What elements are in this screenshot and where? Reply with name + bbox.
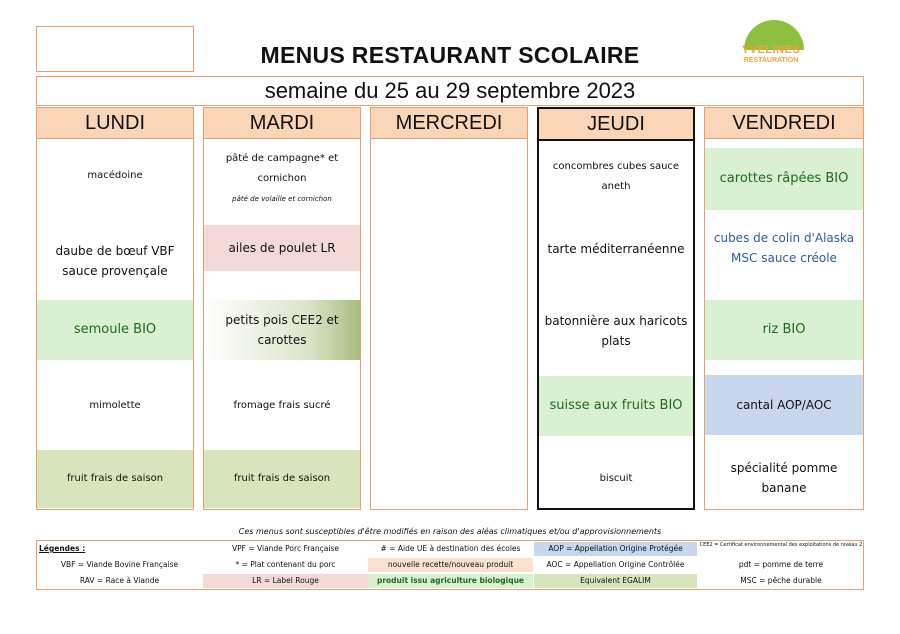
menu-item: suisse aux fruits BIO xyxy=(549,398,683,413)
day-column-vendredi: VENDREDI carottes râpées BIO cubes de co… xyxy=(704,107,864,510)
legend-aoc: AOC = Appellation Origine Contrôlée xyxy=(546,560,685,569)
menu-cell-fromage: fromage frais sucré xyxy=(204,373,360,438)
legend-rav: RAV = Race à Viande xyxy=(79,576,160,585)
menu-cell-dessert: spécialité pomme banane xyxy=(705,448,863,508)
legend-vbf: VBF = Viande Bovine Française xyxy=(60,560,179,569)
menu-item: fruit frais de saison xyxy=(66,473,164,484)
menu-cell-accompagnement: batonnière aux haricots plats xyxy=(539,301,693,361)
menu-cell-fromage: suisse aux fruits BIO xyxy=(539,376,693,436)
legend-pdt: pdt = pomme de terre xyxy=(738,560,824,569)
blank-box xyxy=(36,26,194,72)
menu-item: macédoine xyxy=(87,169,143,181)
menu-cell-entree: pâté de campagne* et cornichon pâté de v… xyxy=(204,138,360,213)
menu-item: fromage frais sucré xyxy=(233,399,331,411)
day-header: JEUDI xyxy=(539,109,693,141)
menu-cell-plat: tarte méditerranéenne xyxy=(539,224,693,274)
day-header: VENDREDI xyxy=(705,108,863,139)
menu-item: daube de bœuf VBF sauce provençale xyxy=(55,243,175,278)
legend-egalim: Equivalent EGALIM xyxy=(534,574,697,588)
day-column-mardi: MARDI pâté de campagne* et cornichon pât… xyxy=(203,107,361,510)
legend-msc: MSC = pêche durable xyxy=(740,576,822,585)
menu-cell-accompagnement: petits pois CEE2 et carottes xyxy=(204,300,360,360)
menu-cell-plat: daube de bœuf VBF sauce provençale xyxy=(37,223,193,298)
legend-title: Légendes : xyxy=(39,544,86,553)
legend-aop: AOP = Appellation Origine Protégée xyxy=(534,542,697,556)
menu-cell-entree: macédoine xyxy=(37,138,193,213)
day-column-jeudi: JEUDI concombres cubes sauce aneth tarte… xyxy=(537,107,695,510)
menu-item: semoule BIO xyxy=(73,322,157,337)
menu-item-alternative: pâté de volaille et cornichon xyxy=(232,194,332,203)
legend-vpf: VPF = Viande Porc Française xyxy=(232,544,339,553)
menu-cell-fromage: cantal AOP/AOC xyxy=(705,375,863,435)
menu-item: ailes de poulet LR xyxy=(228,241,336,255)
menu-cell-accompagnement: semoule BIO xyxy=(37,300,193,360)
logo-text-1: YVELINES xyxy=(741,44,801,56)
legend-box: Légendes : VPF = Viande Porc Française #… xyxy=(36,540,864,590)
menu-item: batonnière aux haricots plats xyxy=(544,314,688,348)
menu-cell-dessert: fruit frais de saison xyxy=(37,450,193,508)
menu-cell-plat: cubes de colin d'Alaska MSC sauce créole xyxy=(705,220,863,275)
legend-cee2: CEE2 = Certificat environnemental des ex… xyxy=(699,542,863,548)
legend-label-rouge: LR = Label Rouge xyxy=(203,574,368,588)
legend-porc: * = Plat contenant du porc xyxy=(235,560,336,569)
menu-item: biscuit xyxy=(599,473,633,484)
menu-cell-plat: ailes de poulet LR xyxy=(204,225,360,271)
day-header: MERCREDI xyxy=(371,108,527,139)
menu-item: riz BIO xyxy=(762,322,806,337)
menu-cell-entree: carottes râpées BIO xyxy=(705,148,863,210)
day-header: MARDI xyxy=(204,108,360,139)
legend-bio: produit issu agriculture biologique xyxy=(368,574,533,588)
day-column-mercredi: MERCREDI xyxy=(370,107,528,510)
menu-item: mimolette xyxy=(89,399,141,411)
menu-cell-entree: concombres cubes sauce aneth xyxy=(539,139,693,214)
page-title: MENUS RESTAURANT SCOLAIRE xyxy=(260,42,640,68)
legend-nouvelle-recette: nouvelle recette/nouveau produit xyxy=(368,558,533,572)
yvelines-restauration-logo: YVELINES RESTAURATION xyxy=(726,20,816,70)
logo-text-2: RESTAURATION xyxy=(743,57,799,64)
menu-item: carottes râpées BIO xyxy=(719,171,849,186)
menu-item: petits pois CEE2 et carottes xyxy=(225,313,339,347)
day-header: LUNDI xyxy=(37,108,193,139)
menu-cell-dessert: biscuit xyxy=(539,449,693,509)
day-column-lundi: LUNDI macédoine daube de bœuf VBF sauce … xyxy=(36,107,194,510)
menu-cell-accompagnement: riz BIO xyxy=(705,300,863,360)
menu-item: tarte méditerranéenne xyxy=(547,242,685,256)
menu-item: pâté de campagne* et cornichon xyxy=(225,152,339,184)
menu-item: fruit frais de saison xyxy=(233,473,331,484)
menu-cell-dessert: fruit frais de saison xyxy=(204,450,360,508)
menu-item: cubes de colin d'Alaska MSC sauce créole xyxy=(713,230,855,265)
menu-cell-fromage: mimolette xyxy=(37,373,193,438)
disclaimer-note: Ces menus sont susceptibles d'être modif… xyxy=(238,527,662,536)
menu-item: spécialité pomme banane xyxy=(730,461,838,495)
legend-aide-ue: # = Aide UE à destination des écoles xyxy=(380,544,521,553)
menu-item: concombres cubes sauce aneth xyxy=(552,160,680,192)
week-banner: semaine du 25 au 29 septembre 2023 xyxy=(36,76,864,106)
menu-item: cantal AOP/AOC xyxy=(736,398,832,412)
